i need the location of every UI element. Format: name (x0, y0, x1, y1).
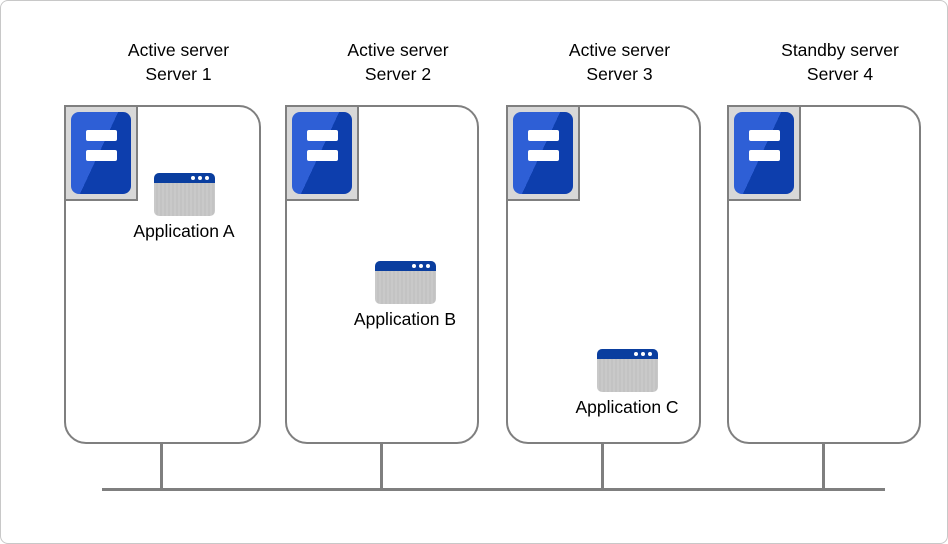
server-1-name-label: Server 1 (145, 64, 212, 84)
server-tower-glyph (71, 112, 131, 194)
server-2-role-label: Active server (347, 40, 449, 60)
server-tower-icon (506, 105, 580, 201)
window-titlebar (153, 173, 215, 183)
window-dot (197, 176, 202, 180)
server-4-title: Standby server Server 4 (743, 38, 937, 86)
network-drop-line-2 (380, 444, 383, 490)
server-group-2: Active server Server 2 Application B (285, 1, 479, 543)
server-4-box (727, 105, 921, 444)
tower-slot (86, 150, 118, 161)
application-a: Application A (109, 173, 259, 241)
server-1-title: Active server Server 1 (80, 38, 277, 86)
tower-slot (528, 130, 560, 141)
network-bus-line (102, 488, 885, 491)
window-dot (633, 352, 638, 356)
application-window-icon (596, 349, 658, 392)
server-group-3: Active server Server 3 Application C (506, 1, 701, 543)
network-drop-line-3 (601, 444, 604, 490)
server-1-box: Application A (64, 105, 261, 444)
server-4-role-label: Standby server (781, 40, 899, 60)
window-dot (647, 352, 652, 356)
application-window-icon (374, 261, 436, 304)
window-dot (411, 264, 416, 268)
application-b-label: Application B (353, 309, 457, 329)
server-tower-icon (285, 105, 359, 201)
tower-slot (86, 130, 118, 141)
window-dot (418, 264, 423, 268)
tower-slot (749, 150, 781, 161)
window-dot (204, 176, 209, 180)
window-dot (425, 264, 430, 268)
server-4-name-label: Server 4 (806, 64, 874, 84)
server-2-box: Application B (285, 105, 479, 444)
application-b: Application B (330, 261, 480, 329)
server-tower-icon (64, 105, 138, 201)
server-tower-glyph (292, 112, 352, 194)
application-window-icon (153, 173, 215, 216)
server-1-role-label: Active server (127, 40, 230, 60)
server-2-title: Active server Server 2 (301, 38, 495, 86)
network-drop-line-4 (822, 444, 825, 490)
server-tower-glyph (513, 112, 573, 194)
server-tower-icon (727, 105, 801, 201)
window-dot (640, 352, 645, 356)
network-drop-line-1 (160, 444, 163, 490)
window-titlebar (374, 261, 436, 271)
tower-slot (307, 150, 339, 161)
server-group-1: Active server Server 1 Application A (64, 1, 261, 543)
application-c: Application C (552, 349, 702, 417)
window-titlebar (596, 349, 658, 359)
server-3-name-label: Server 3 (586, 64, 653, 84)
application-c-label: Application C (575, 397, 679, 417)
server-3-title: Active server Server 3 (522, 38, 717, 86)
tower-slot (749, 130, 781, 141)
server-2-name-label: Server 2 (364, 64, 432, 84)
server-tower-glyph (734, 112, 794, 194)
application-a-label: Application A (133, 221, 235, 241)
server-3-box: Application C (506, 105, 701, 444)
tower-slot (307, 130, 339, 141)
tower-slot (528, 150, 560, 161)
server-group-4: Standby server Server 4 (727, 1, 921, 543)
server-3-role-label: Active server (568, 40, 671, 60)
window-dot (190, 176, 195, 180)
